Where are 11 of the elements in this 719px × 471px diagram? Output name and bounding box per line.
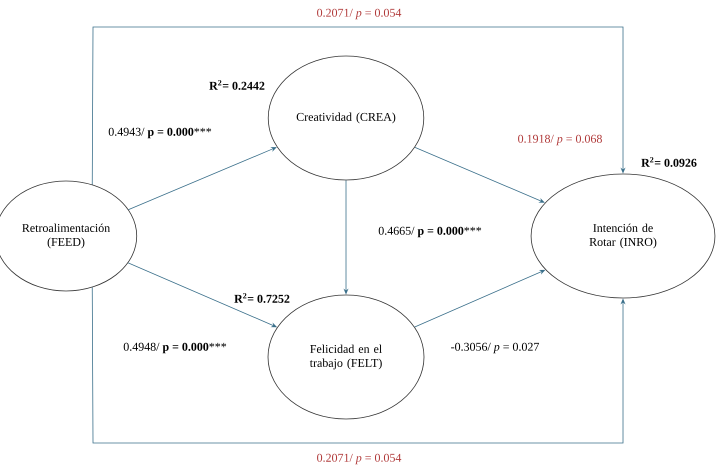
arrow (92, 26, 626, 185)
edge-label: 0.4948/ p = 0.000*** (122, 342, 228, 354)
r-squared-label: R$^{2}$= 0.0926 (641, 157, 697, 167)
r-squared-label: R$^{2}$= 0.2442 (209, 80, 264, 90)
edge-label: -0.3056/ p = 0.027 (450, 342, 540, 354)
edge-label: 0.4943/ p = 0.000*** (107, 126, 213, 140)
edge-label: 0.1918/ p = 0.068 (516, 134, 604, 146)
edge-label: 0.2071/ p = 0.054 (316, 452, 402, 466)
edge-label: 0.2071/ p = 0.054 (316, 8, 402, 20)
edge-label: 0.4665/ p = 0.000*** (377, 226, 483, 238)
r-squared-label: R$^{2}$= 0.7252 (234, 293, 290, 303)
